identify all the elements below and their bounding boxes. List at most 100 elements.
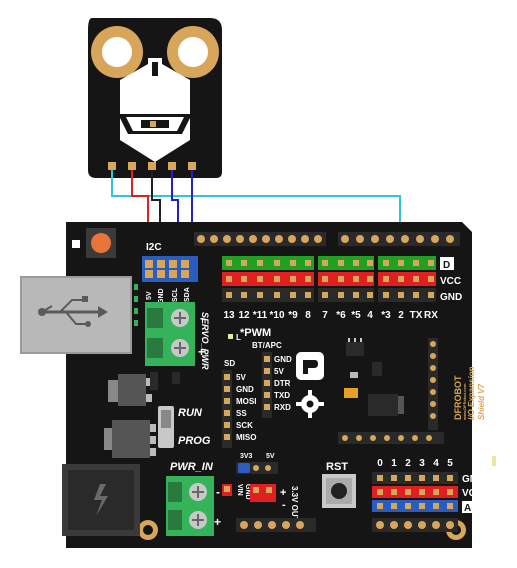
servo-power-terminal[interactable]	[145, 302, 195, 366]
header-pin	[338, 260, 344, 266]
analog-pin	[405, 489, 411, 495]
sd-pin-miso: MISO	[236, 433, 256, 442]
rail-labels: D VCC GND	[440, 257, 462, 303]
analog-label-5: 5	[447, 458, 453, 469]
header-pin	[398, 260, 404, 266]
bt-pin-txd: TXD	[274, 391, 290, 400]
i2c-pin-5v: 5V	[146, 291, 153, 300]
i2c-label: I2C	[146, 242, 162, 253]
sd-pin-ss: SS	[236, 409, 247, 418]
vin-label: VIN	[236, 484, 243, 496]
header-pin	[241, 292, 247, 298]
header-pin	[322, 276, 328, 282]
top-header-right	[338, 232, 460, 246]
header-pin	[322, 260, 328, 266]
digital-pins	[226, 260, 434, 298]
header-pin	[353, 292, 359, 298]
bottom-header-right	[372, 518, 458, 532]
analog-pin	[391, 475, 397, 481]
digital-header-green[interactable]	[222, 256, 436, 270]
analog-header-red[interactable]	[372, 486, 458, 498]
top-header-left	[194, 232, 326, 246]
analog-rail-labels: GND VCC A	[462, 474, 484, 514]
analog-rail-vcc: VCC	[462, 488, 483, 499]
analog-label-3: 3	[419, 458, 425, 469]
analog-pin	[377, 489, 383, 495]
i2c-header[interactable]	[142, 256, 198, 282]
pwr-in-terminal[interactable]	[166, 476, 214, 536]
pwr-in-label: PWR_IN	[170, 461, 214, 473]
header-pin	[226, 260, 232, 266]
rail-label-d: D	[443, 260, 450, 271]
analog-header-black[interactable]	[372, 472, 458, 484]
digital-label-2: 2	[398, 310, 404, 321]
rst-label: RST	[326, 461, 348, 473]
analog-pin	[419, 475, 425, 481]
header-pin	[413, 292, 419, 298]
sensor-pins	[108, 162, 196, 170]
pwm-label: *PWM	[240, 327, 271, 339]
bt-pin-dtr: DTR	[274, 379, 291, 388]
header-pin	[305, 292, 311, 298]
vin-header[interactable]	[222, 484, 232, 496]
voltage-selector-jumper[interactable]	[236, 462, 278, 474]
header-pin	[274, 292, 280, 298]
out-label: 3.3V OUT	[290, 486, 299, 522]
sd-pin-gnd: GND	[236, 385, 254, 394]
i2c-pin-sda: SDA	[184, 287, 191, 302]
run-prog-switch[interactable]	[158, 406, 174, 448]
out-header[interactable]	[250, 484, 276, 502]
prog-label: PROG	[178, 435, 211, 447]
header-pin	[413, 276, 419, 282]
header-pin	[305, 260, 311, 266]
gear-icon	[296, 390, 324, 418]
bt-header[interactable]	[262, 352, 272, 418]
reset-button[interactable]	[322, 474, 356, 508]
brand-url: www.DFRobot.com	[462, 383, 467, 421]
sd-pin-sck: SCK	[236, 421, 253, 430]
bt-label: BT/APC	[252, 341, 282, 350]
digital-label-11: *11	[253, 310, 268, 321]
digital-header-black[interactable]	[222, 288, 436, 302]
header-pin	[226, 276, 232, 282]
v5-label: 5V	[266, 453, 275, 460]
sensor-module	[88, 18, 222, 178]
servo-minus: -	[200, 311, 204, 325]
header-pin	[241, 276, 247, 282]
header-pin	[226, 292, 232, 298]
brand-dfrobot: DFROBOT	[453, 375, 463, 420]
digital-label-tx: TX	[410, 310, 423, 321]
analog-pin	[433, 475, 439, 481]
header-pin	[367, 292, 373, 298]
digital-label-3: *3	[381, 310, 391, 321]
header-pin	[257, 276, 263, 282]
regulator-2	[104, 420, 156, 458]
header-pin	[290, 276, 296, 282]
analog-pin	[377, 503, 383, 509]
orange-button[interactable]	[86, 228, 116, 258]
header-pin	[241, 260, 247, 266]
analog-header-blue[interactable]	[372, 500, 458, 512]
middle-header-row	[338, 432, 444, 444]
dfrobot-logo-icon	[296, 352, 324, 380]
green-led-strip	[134, 284, 138, 326]
header-pin	[428, 260, 434, 266]
header-pin	[428, 292, 434, 298]
pwr-minus: -	[216, 485, 220, 499]
analog-rail-a: A	[464, 503, 471, 514]
header-pin	[383, 260, 389, 266]
header-pin	[257, 292, 263, 298]
digital-labels: 13 12 *11 *10 *9 8 7 *6 *5 4 *3 2 TX RX	[223, 310, 438, 321]
header-pin	[398, 276, 404, 282]
analog-labels: 0 1 2 3 4 5	[377, 458, 453, 469]
digital-header-red[interactable]	[222, 272, 436, 286]
sd-pin-mosi: MOSI	[236, 397, 256, 406]
header-pin	[305, 276, 311, 282]
sd-pin-5v: 5V	[236, 373, 246, 382]
bt-pin-rxd: RXD	[274, 403, 291, 412]
dc-jack[interactable]	[62, 464, 140, 536]
header-pin	[338, 292, 344, 298]
sd-header[interactable]	[222, 370, 232, 448]
header-pin	[290, 260, 296, 266]
analog-label-0: 0	[377, 458, 383, 469]
